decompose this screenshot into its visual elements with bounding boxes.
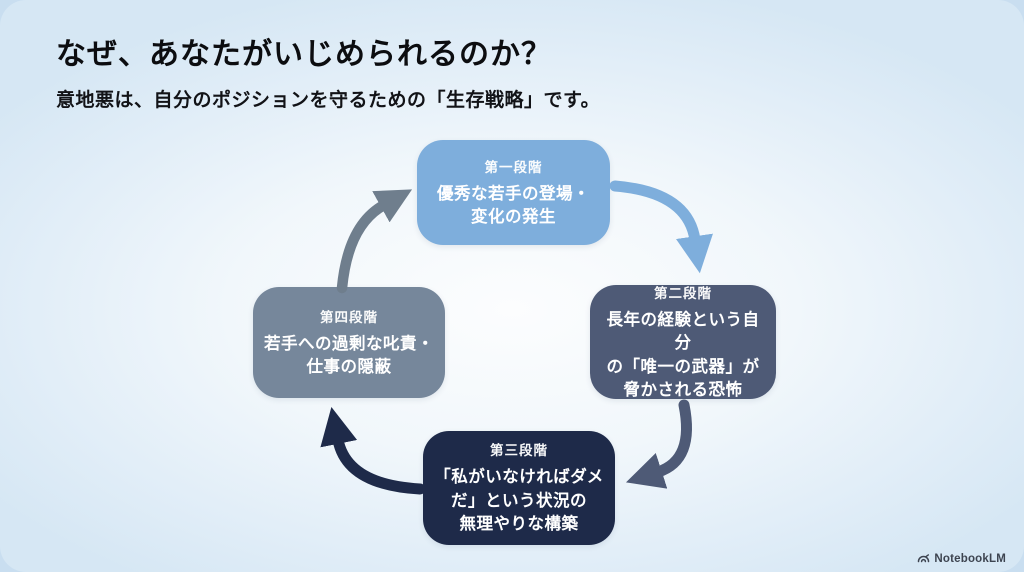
stage-1-label: 第一段階 [484, 159, 543, 175]
cycle-arrow-stage2-to-stage3-icon [625, 399, 692, 489]
page-title: なぜ、あなたがいじめられるのか？ [56, 38, 552, 71]
notebooklm-brand-text: NotebookLM [934, 552, 1006, 565]
stage-1-text: 優秀な若手の登場・ 変化の発生 [437, 184, 590, 226]
stage-3-label: 第三段階 [490, 443, 548, 459]
stage-2-text: 長年の経験という自分 の「唯一の武器」が 脅かされる恐怖 [606, 310, 760, 399]
stage-box-1: 第一段階 優秀な若手の登場・ 変化の発生 [417, 140, 610, 245]
stage-3-text: 「私がいなければダメ だ」という状況の 無理やりな構築 [434, 468, 604, 534]
cycle-arrow-stage4-to-stage1-icon [336, 189, 413, 294]
cycle-arrow-stage3-to-stage4-icon [320, 406, 426, 495]
stage-4-text: 若手への過剰な叱責・ 仕事の隠蔽 [264, 334, 434, 376]
stage-box-4: 第四段階 若手への過剰な叱責・ 仕事の隠蔽 [253, 287, 445, 398]
notebooklm-watermark: NotebookLM [917, 552, 1006, 565]
slide-header: なぜ、あなたがいじめられるのか？ 意地悪は、自分のポジションを守るための「生存戦… [56, 38, 936, 112]
cycle-arrow-stage1-to-stage2-icon [609, 180, 713, 274]
stage-box-3: 第三段階 「私がいなければダメ だ」という状況の 無理やりな構築 [423, 431, 615, 545]
stage-2-label: 第二段階 [654, 285, 712, 301]
notebooklm-logo-icon [918, 554, 930, 563]
stage-4-label: 第四段階 [320, 309, 378, 325]
stage-box-2: 第二段階 長年の経験という自分 の「唯一の武器」が 脅かされる恐怖 [590, 285, 776, 399]
page-subtitle: 意地悪は、自分のポジションを守るための「生存戦略」です。 [56, 89, 601, 111]
